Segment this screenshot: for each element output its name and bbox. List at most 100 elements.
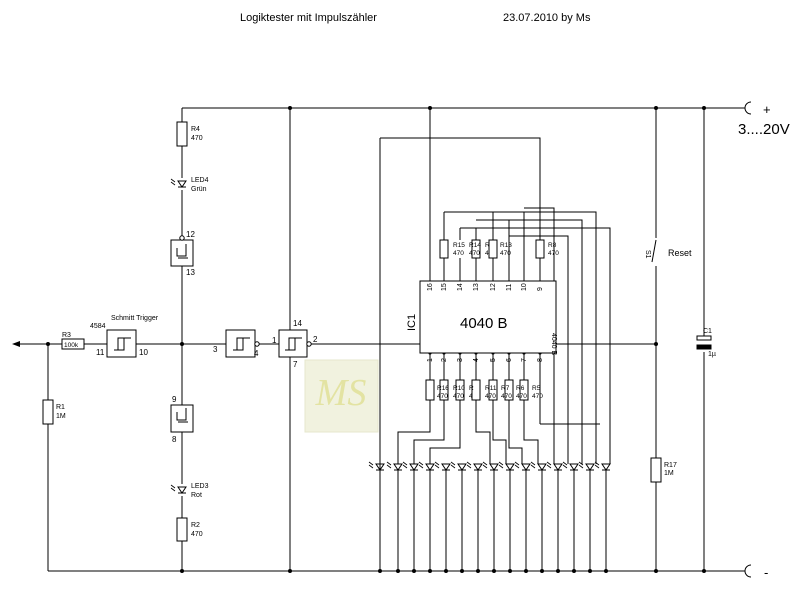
svg-text:IC1: IC1 [406, 314, 418, 331]
svg-text:12: 12 [186, 230, 195, 239]
c1-capacitor: C1 1µ [696, 328, 716, 358]
svg-text:470: 470 [516, 393, 527, 400]
r2-resistor [176, 517, 188, 542]
svg-text:R11: R11 [485, 385, 497, 392]
wires [20, 107, 745, 572]
svg-text:C1: C1 [703, 328, 712, 335]
supply-connectors [744, 101, 752, 578]
top-resistor-bank: R15 470 R14 470 R 4 R13 470 R8 470 [439, 239, 559, 259]
reset-switch: S1 Reset [644, 237, 692, 267]
svg-text:R16: R16 [437, 385, 449, 392]
date-author: 23.07.2010 by Ms [503, 12, 591, 24]
svg-text:470: 470 [191, 531, 203, 538]
bottom-resistor-bank: R16 470 R10 470 R 4 R11 470 R7 470 R6 47… [425, 379, 543, 401]
svg-text:470: 470 [501, 393, 512, 400]
svg-text:R3: R3 [62, 332, 71, 339]
svg-text:4: 4 [254, 349, 259, 358]
svg-text:R6: R6 [516, 385, 525, 392]
svg-text:10: 10 [139, 348, 148, 357]
svg-text:14: 14 [457, 283, 464, 291]
svg-text:1µ: 1µ [708, 351, 716, 358]
junctions [46, 106, 706, 573]
svg-text:9: 9 [537, 287, 544, 291]
svg-text:470: 470 [437, 393, 448, 400]
minus-label: - [764, 565, 768, 580]
diagram-title: Logiktester mit Impulszähler [240, 12, 377, 24]
svg-text:Grün: Grün [191, 186, 207, 193]
schmitt-gate-11-10: 4584 Schmitt Trigger 11 10 [90, 315, 159, 358]
svg-text:10: 10 [521, 283, 528, 291]
svg-text:R5: R5 [532, 385, 541, 392]
svg-text:470: 470 [548, 250, 559, 257]
r17-resistor [650, 457, 662, 483]
led4-symbol [170, 178, 187, 188]
gate-9-8: 9 8 [170, 395, 194, 444]
svg-text:R2: R2 [191, 522, 200, 529]
svg-text:S1: S1 [644, 250, 651, 259]
svg-text:100k: 100k [64, 342, 79, 349]
svg-text:R: R [469, 385, 474, 392]
svg-text:14: 14 [293, 319, 302, 328]
svg-text:4: 4 [485, 250, 489, 257]
svg-text:4: 4 [469, 393, 473, 400]
svg-text:470: 470 [532, 393, 543, 400]
svg-text:R17: R17 [664, 462, 677, 469]
svg-text:R1: R1 [56, 404, 65, 411]
ms-watermark: MS [304, 359, 379, 433]
svg-text:7: 7 [521, 358, 528, 362]
svg-text:6: 6 [506, 358, 513, 362]
svg-text:13: 13 [186, 268, 195, 277]
svg-text:470: 470 [453, 250, 464, 257]
r4-resistor [176, 121, 188, 147]
svg-text:R10: R10 [453, 385, 465, 392]
svg-text:LED4: LED4 [191, 177, 209, 184]
svg-text:R13: R13 [500, 242, 512, 249]
svg-text:9: 9 [172, 395, 177, 404]
svg-text:Schmitt Trigger: Schmitt Trigger [111, 315, 159, 322]
svg-text:13: 13 [473, 283, 480, 291]
gate-3-4: 3 4 [213, 329, 260, 358]
voltage-label: 3....20V [738, 121, 790, 138]
svg-text:3: 3 [457, 358, 464, 362]
svg-text:3: 3 [213, 345, 218, 354]
svg-text:R7: R7 [501, 385, 510, 392]
svg-text:12: 12 [490, 283, 497, 291]
svg-text:7: 7 [293, 360, 298, 369]
svg-text:470: 470 [453, 393, 464, 400]
svg-text:R: R [485, 242, 490, 249]
svg-text:470: 470 [191, 135, 203, 142]
svg-text:470: 470 [485, 393, 496, 400]
svg-text:2: 2 [441, 358, 448, 362]
svg-text:4: 4 [473, 358, 480, 362]
svg-text:11: 11 [96, 348, 105, 357]
svg-text:4040 B: 4040 B [460, 315, 508, 332]
svg-text:R14: R14 [469, 242, 481, 249]
svg-text:R8: R8 [548, 242, 557, 249]
svg-text:Rot: Rot [191, 492, 202, 499]
svg-text:1M: 1M [56, 413, 66, 420]
svg-text:2: 2 [313, 335, 318, 344]
svg-text:470: 470 [469, 250, 480, 257]
svg-text:1M: 1M [664, 470, 674, 477]
ic1-4040b: 4040 B IC1 4040 B 16 15 14 13 12 11 10 9… [406, 280, 557, 362]
svg-text:11: 11 [506, 284, 513, 291]
svg-text:Reset: Reset [668, 248, 692, 258]
svg-text:R15: R15 [453, 242, 465, 249]
svg-text:4584: 4584 [90, 323, 106, 330]
plus-label: + [763, 102, 771, 117]
gate-12-13: 12 13 [170, 230, 195, 277]
svg-text:4040 B: 4040 B [550, 333, 557, 356]
svg-text:470: 470 [500, 250, 511, 257]
svg-text:MS: MS [315, 372, 367, 414]
svg-text:8: 8 [537, 358, 544, 362]
svg-text:8: 8 [172, 435, 177, 444]
svg-text:R4: R4 [191, 126, 200, 133]
r1-resistor [42, 399, 54, 425]
r3-resistor [61, 338, 85, 350]
svg-text:5: 5 [490, 358, 497, 362]
led3-symbol [170, 484, 187, 494]
svg-text:1: 1 [272, 336, 277, 345]
svg-text:LED3: LED3 [191, 483, 209, 490]
svg-text:15: 15 [441, 283, 448, 291]
